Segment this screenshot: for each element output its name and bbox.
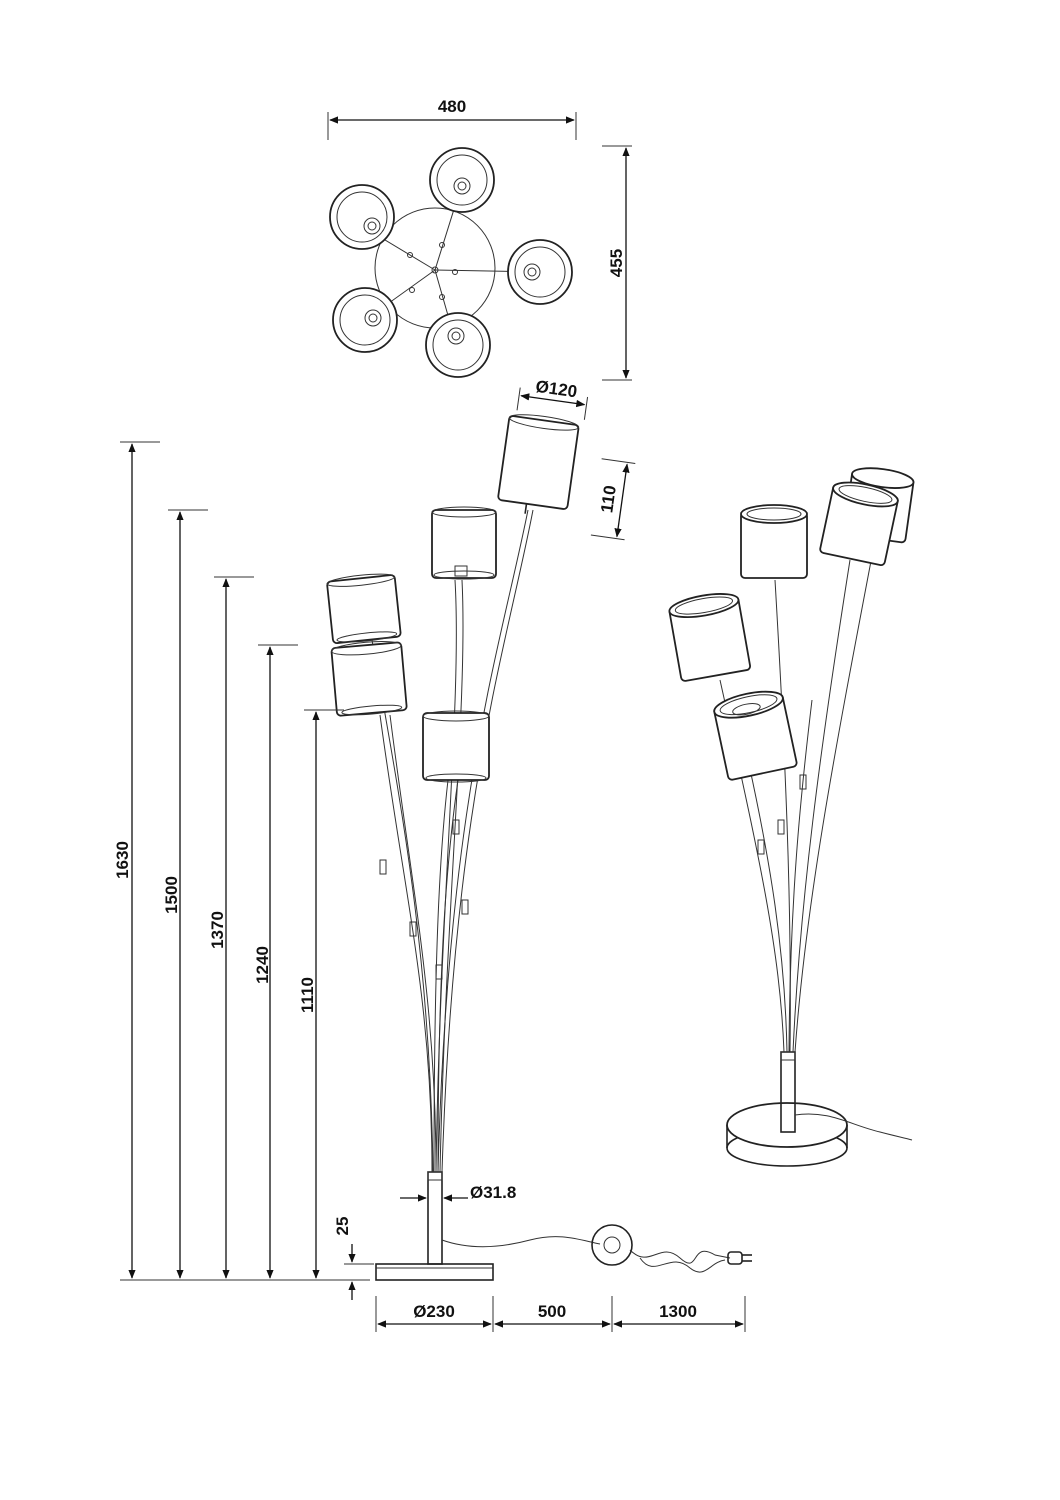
label-shade-diameter: Ø120 bbox=[534, 377, 578, 402]
dimension-base-thickness: 25 bbox=[333, 1217, 374, 1300]
top-shade-5 bbox=[425, 312, 491, 378]
top-shade-4 bbox=[332, 287, 398, 353]
label-height-1240: 1240 bbox=[253, 946, 272, 984]
front-shade-a bbox=[497, 414, 580, 514]
label-height-1630: 1630 bbox=[113, 841, 132, 879]
label-top-width: 480 bbox=[438, 97, 466, 116]
persp-shade-1 bbox=[668, 593, 751, 682]
front-shade-e bbox=[422, 710, 490, 783]
dimension-top-depth: 455 bbox=[602, 145, 632, 381]
dimension-shade-diameter: Ø120 bbox=[516, 377, 589, 420]
label-cable-to-switch: 500 bbox=[538, 1302, 566, 1321]
front-shade-b bbox=[431, 506, 497, 580]
label-stem-diameter: Ø31.8 bbox=[470, 1183, 516, 1202]
dimension-top-width: 480 bbox=[327, 97, 577, 140]
front-shade-d bbox=[330, 640, 408, 717]
label-cable-to-plug: 1300 bbox=[659, 1302, 697, 1321]
persp-shade-4 bbox=[819, 481, 899, 567]
top-shade-2 bbox=[329, 184, 395, 250]
top-view: 480 455 bbox=[327, 97, 632, 381]
persp-shade-5 bbox=[713, 690, 798, 781]
label-top-depth: 455 bbox=[607, 249, 626, 277]
persp-shade-2 bbox=[740, 504, 808, 579]
dimension-heights: 1630 1500 1370 1240 1110 bbox=[113, 441, 370, 1281]
label-base-diameter: Ø230 bbox=[413, 1302, 455, 1321]
dimension-stem-diameter: Ø31.8 bbox=[400, 1183, 516, 1202]
top-shade-3 bbox=[507, 239, 573, 305]
label-height-1500: 1500 bbox=[162, 876, 181, 914]
front-view: Ø120 110 1630 1500 1370 124 bbox=[113, 377, 752, 1332]
label-base-thickness: 25 bbox=[333, 1217, 352, 1236]
label-height-1110: 1110 bbox=[298, 977, 317, 1013]
top-shade-1 bbox=[429, 147, 495, 213]
front-shade-c bbox=[326, 573, 402, 644]
label-shade-height: 110 bbox=[597, 484, 620, 514]
label-height-1370: 1370 bbox=[208, 911, 227, 949]
perspective-view bbox=[668, 467, 915, 1167]
dimension-shade-height: 110 bbox=[590, 458, 636, 541]
dimension-bottom: Ø230 500 1300 bbox=[375, 1296, 746, 1332]
